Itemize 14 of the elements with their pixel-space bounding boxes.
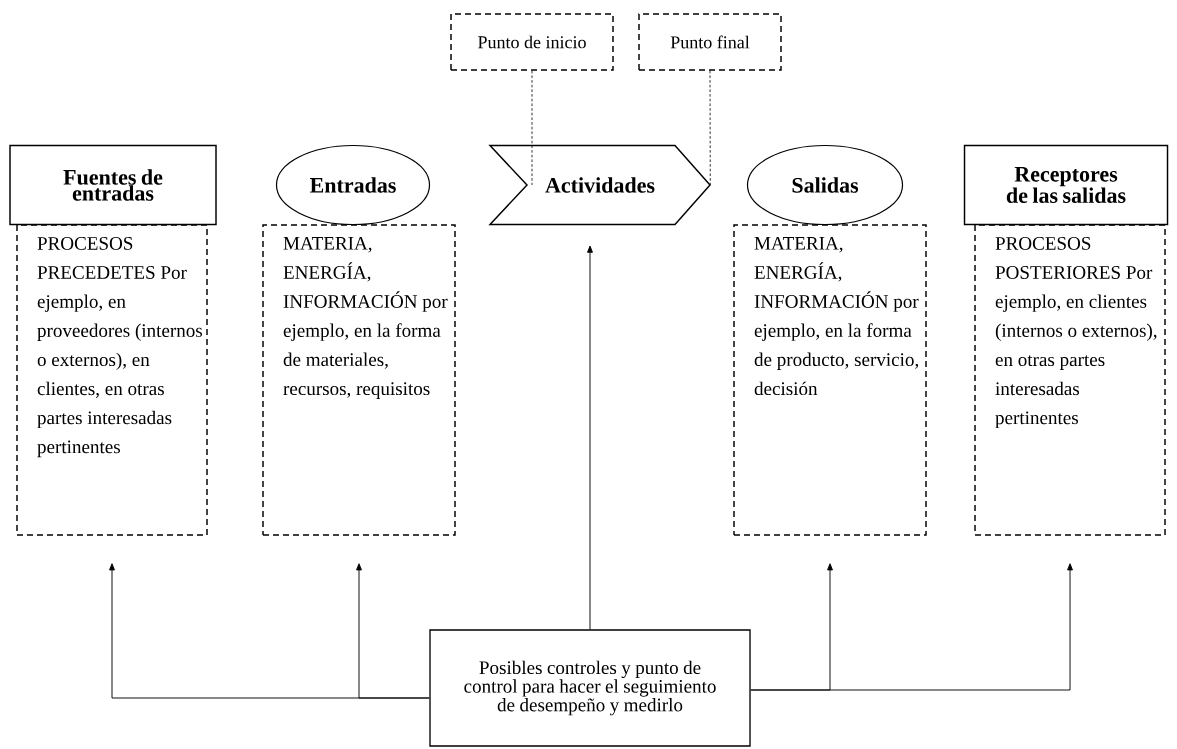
arrow: [356, 563, 430, 699]
leader-line: [709, 70, 711, 186]
header-box: Receptores de las salidas: [963, 144, 1169, 226]
control-box: Posibles controles y punto de control para hacer el seguimiento de desempeño y medirlo: [429, 629, 751, 747]
dashed-box: PROCESOS POSTERIORES Por ejemplo, en clientes (internos o externos), en otras partes interesadas pertinentes: [974, 224, 1166, 536]
arrow: [587, 245, 593, 630]
callout-box: Punto final: [638, 13, 782, 71]
leader-line: [531, 70, 533, 186]
dashed-box: MATERIA, ENERGÍA, INFORMACIÓN por ejemplo, en la forma de producto, servicio, decisión: [733, 224, 927, 536]
callout-box: Punto de inicio: [450, 13, 614, 71]
dashed-box: MATERIA, ENERGÍA, INFORMACIÓN por ejemplo, en la forma de materiales, recursos, requisitos: [262, 224, 456, 536]
dashed-box: PROCESOS PRECEDETES Por ejemplo, en proveedores (internos o externos), en clientes, en otras partes interesadas pertinentes: [16, 224, 208, 536]
arrow: [750, 563, 1073, 691]
header-box: Fuentes de entradas: [9, 144, 217, 226]
